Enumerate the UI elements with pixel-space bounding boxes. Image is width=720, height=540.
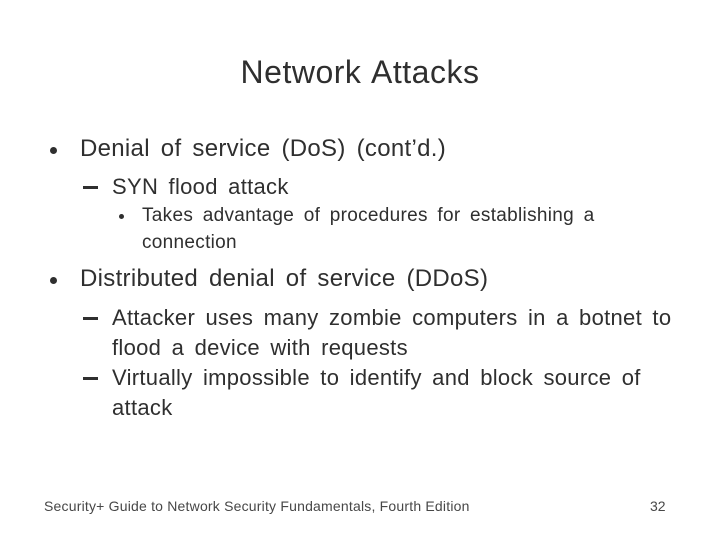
bullet-text: Distributed denial of service (DDoS) — [80, 265, 489, 292]
page-number: 32 — [650, 498, 666, 514]
dash-icon — [83, 186, 98, 189]
bullet-item-level2: SYN flood attack — [83, 172, 672, 202]
dash-icon — [83, 317, 98, 320]
bullet-dot-icon — [119, 214, 124, 219]
bullet-text: Takes advantage of procedures for establ… — [142, 205, 595, 253]
bullet-dot-icon — [50, 277, 57, 284]
bullet-text: Denial of service (DoS) (cont’d.) — [80, 135, 447, 162]
bullet-text: SYN flood attack — [112, 174, 289, 199]
bullet-text: Virtually impossible to identify and blo… — [112, 365, 641, 420]
bullet-item-level1: Denial of service (DoS) (cont’d.) — [50, 134, 680, 164]
bullet-item-level3: Takes advantage of procedures for establ… — [119, 202, 632, 256]
dash-icon — [83, 377, 98, 380]
bullet-item-level1: Distributed denial of service (DDoS) — [50, 264, 680, 294]
bullet-item-level2: Virtually impossible to identify and blo… — [83, 363, 672, 423]
bullet-text: Attacker uses many zombie computers in a… — [112, 305, 672, 360]
footer-book-title: Security+ Guide to Network Security Fund… — [44, 498, 470, 514]
bullet-dot-icon — [50, 147, 57, 154]
bullet-item-level2: Attacker uses many zombie computers in a… — [83, 303, 672, 363]
slide-title: Network Attacks — [240, 54, 480, 90]
